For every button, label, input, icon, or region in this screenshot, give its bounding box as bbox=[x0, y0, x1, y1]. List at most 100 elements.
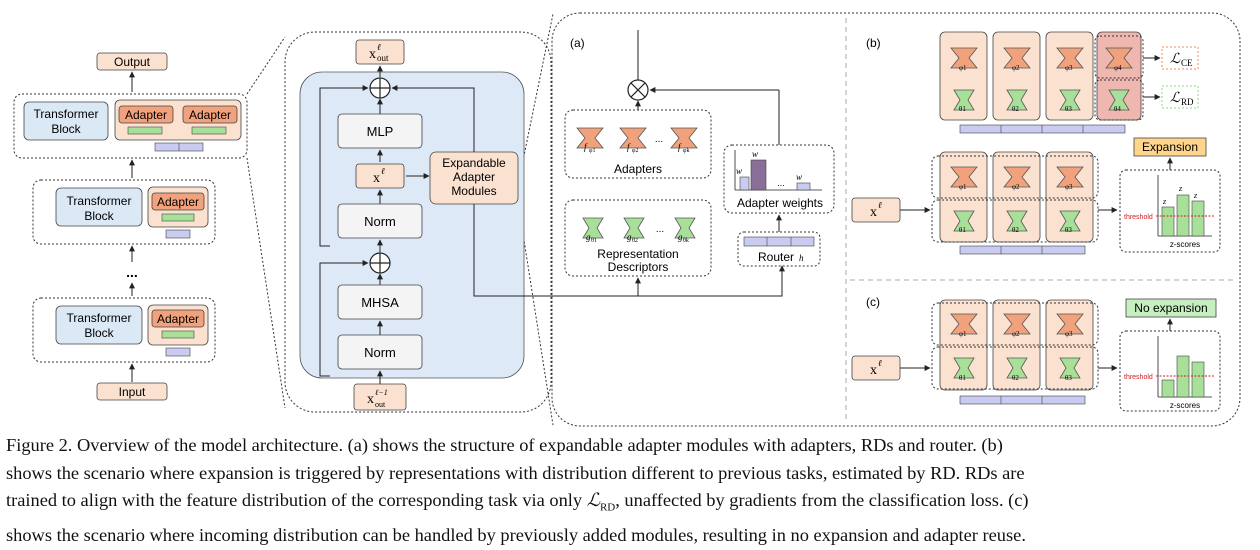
svg-text:θ3: θ3 bbox=[1065, 226, 1072, 234]
output-box bbox=[96, 52, 168, 71]
svg-text:x: x bbox=[373, 171, 380, 186]
svg-text:g: g bbox=[627, 232, 632, 242]
svg-text:θ1: θ1 bbox=[959, 226, 966, 234]
b-mid-modules: φ1 φ2 φ3 θ1 θ2 θ3 bbox=[931, 151, 1099, 255]
norm-bottom-box bbox=[337, 334, 423, 370]
figure-caption: Figure 2. Overview of the model architec… bbox=[6, 432, 1254, 550]
svg-text:ℓ: ℓ bbox=[878, 200, 882, 210]
svg-text:x: x bbox=[369, 47, 376, 62]
c-zscores-label: z-scores bbox=[1170, 401, 1200, 410]
eam-label-2: Adapter bbox=[453, 170, 495, 184]
router-2 bbox=[165, 229, 191, 239]
svg-text:θ3: θ3 bbox=[1065, 105, 1072, 113]
caption-line-4: shows the scenario where incoming distri… bbox=[6, 525, 1026, 546]
svg-text:φ3: φ3 bbox=[1065, 330, 1073, 338]
svg-text:x: x bbox=[367, 392, 374, 407]
panel-b-label: (b) bbox=[866, 36, 881, 50]
transformer-block-3 bbox=[55, 305, 143, 345]
c-modules: φ1 φ2 φ3 θ1 θ2 θ3 bbox=[931, 299, 1099, 405]
b-zscores-label: z-scores bbox=[1170, 240, 1200, 249]
svg-text:θ2: θ2 bbox=[632, 238, 638, 244]
panel-a-label: (a) bbox=[570, 36, 585, 50]
transformer-label-2b: Block bbox=[84, 209, 114, 223]
b-threshold-label: threshold bbox=[1124, 214, 1153, 221]
left-stack: Output Transformer Block Adapter Adapter… bbox=[13, 52, 248, 401]
svg-text:θ2: θ2 bbox=[1012, 374, 1019, 382]
middle-block: x ℓ out MLP x ℓ Norm MHSA Norm x ℓ−1 out bbox=[284, 31, 552, 413]
svg-text:φ2: φ2 bbox=[1012, 64, 1020, 72]
no-expansion-label: No expansion bbox=[1134, 301, 1207, 315]
svg-text:g: g bbox=[678, 232, 683, 242]
svg-text:φ1: φ1 bbox=[959, 330, 967, 338]
input-box bbox=[96, 382, 168, 401]
svg-text:out: out bbox=[377, 53, 389, 63]
c-threshold-label: threshold bbox=[1124, 374, 1153, 381]
eam-label-3: Modules bbox=[451, 184, 496, 198]
b-top-modules: φ1 φ2 φ3 φ4 θ1 θ2 θ3 θ4 bbox=[939, 31, 1144, 134]
svg-text:RD: RD bbox=[1181, 97, 1194, 107]
loss-ce-box bbox=[1161, 46, 1199, 70]
caption-line-1: Figure 2. Overview of the model architec… bbox=[6, 435, 1003, 455]
mlp-box bbox=[337, 113, 423, 149]
svg-text:ℓ: ℓ bbox=[377, 42, 381, 52]
svg-text:θk: θk bbox=[683, 238, 689, 244]
svg-text:φ1: φ1 bbox=[959, 183, 967, 191]
transformer-label-3b: Block bbox=[84, 326, 114, 340]
svg-text:θ4: θ4 bbox=[1114, 105, 1121, 113]
block-2-container bbox=[32, 179, 216, 245]
svg-text:f: f bbox=[627, 142, 631, 152]
svg-text:φ2: φ2 bbox=[632, 148, 638, 154]
norm-top-box bbox=[337, 203, 423, 239]
norm-bottom-label: Norm bbox=[364, 345, 396, 360]
svg-text:ℓ: ℓ bbox=[381, 166, 385, 176]
rd-label-2: Descriptors bbox=[608, 260, 669, 274]
svg-text:z: z bbox=[1162, 197, 1167, 206]
svg-text:ℓ−1: ℓ−1 bbox=[375, 388, 388, 397]
svg-text:w: w bbox=[736, 166, 742, 176]
panel-a: (a) f φ1 f φ2 f φk ... Adapters g θ1 g θ… bbox=[473, 30, 835, 297]
mlp-label: MLP bbox=[367, 124, 394, 139]
x-mid-box bbox=[355, 163, 405, 189]
x-out-bottom-box bbox=[353, 383, 407, 411]
router-3 bbox=[165, 347, 191, 357]
expansion-label: Expansion bbox=[1142, 140, 1198, 154]
x-out-top-box bbox=[355, 39, 405, 65]
c-zscore-chart bbox=[1119, 330, 1221, 412]
svg-text:φ1: φ1 bbox=[959, 64, 967, 72]
transformer-block-1 bbox=[23, 101, 109, 141]
stack-dots: ... bbox=[126, 264, 138, 280]
svg-text:θ2: θ2 bbox=[1012, 226, 1019, 234]
router-box bbox=[737, 231, 821, 267]
svg-text:z: z bbox=[1193, 191, 1198, 200]
adapter-label-1a: Adapter bbox=[125, 108, 167, 122]
svg-text:f: f bbox=[678, 142, 682, 152]
router-label: Router bbox=[758, 250, 794, 264]
adapter-weights-box bbox=[723, 144, 835, 214]
transformer-label-2a: Transformer bbox=[67, 194, 132, 208]
block-1-container bbox=[13, 93, 248, 159]
svg-text:z: z bbox=[1178, 184, 1183, 193]
transformer-label-1a: Transformer bbox=[34, 107, 99, 121]
svg-text:φk: φk bbox=[683, 148, 689, 154]
svg-text:h: h bbox=[799, 253, 804, 263]
caption-line-2: shows the scenario where expansion is tr… bbox=[6, 462, 1025, 483]
svg-text:φ1: φ1 bbox=[589, 148, 595, 154]
panel-c: (c) φ1 φ2 φ3 θ1 θ2 θ3 x ℓ No expansion bbox=[851, 295, 1221, 412]
expansion-badge bbox=[1133, 137, 1207, 157]
svg-text:φ2: φ2 bbox=[1012, 330, 1020, 338]
svg-text:...: ... bbox=[777, 178, 785, 188]
adapters-label: Adapters bbox=[614, 162, 662, 176]
svg-text:φ3: φ3 bbox=[1065, 183, 1073, 191]
svg-text:...: ... bbox=[655, 134, 663, 145]
svg-text:φ3: φ3 bbox=[1065, 64, 1073, 72]
rd-label-1: Representation bbox=[597, 247, 678, 261]
adapter-weights-label: Adapter weights bbox=[737, 196, 823, 210]
panel-c-label: (c) bbox=[866, 295, 880, 309]
rd-box bbox=[564, 199, 712, 277]
svg-text:ℓ: ℓ bbox=[878, 358, 882, 368]
loss-rd-box bbox=[1161, 85, 1199, 109]
svg-text:θ3: θ3 bbox=[1065, 374, 1072, 382]
svg-text:x: x bbox=[870, 205, 877, 220]
svg-text:θ1: θ1 bbox=[959, 374, 966, 382]
panel-b: (b) φ1 φ2 φ3 φ4 θ1 θ2 θ3 θ4 ℒ CE bbox=[851, 31, 1221, 255]
